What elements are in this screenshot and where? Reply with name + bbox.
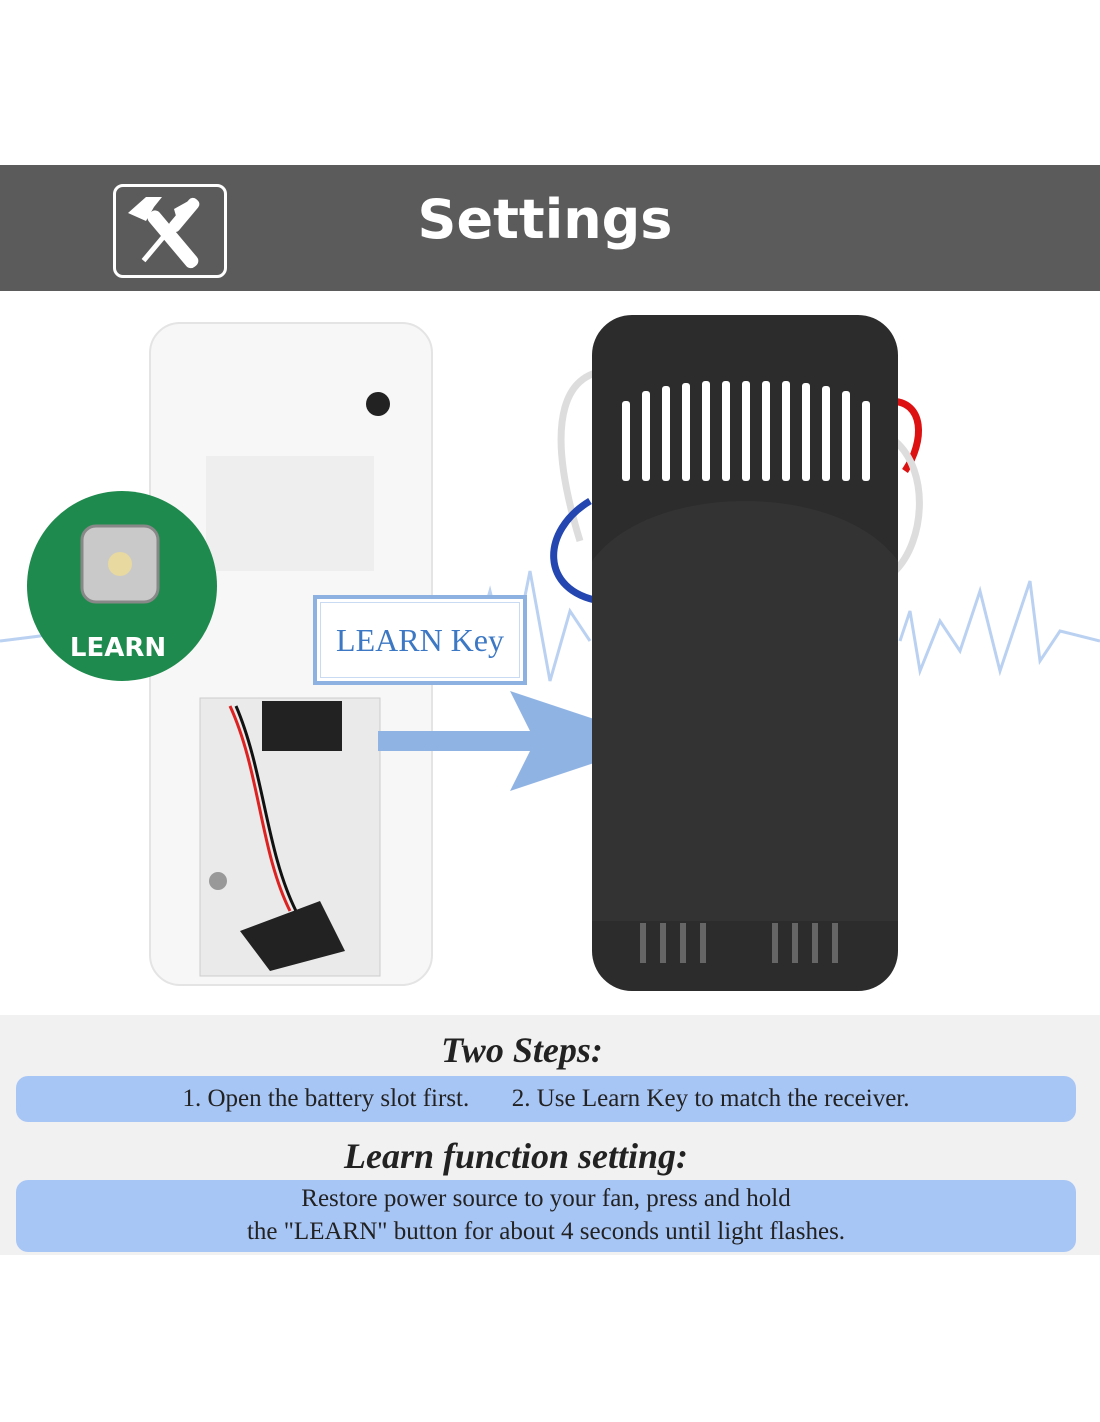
learn-button-label: LEARN bbox=[70, 633, 166, 663]
arrow bbox=[378, 691, 660, 791]
learn-line-1: Restore power source to your fan, press … bbox=[301, 1185, 791, 1212]
remote-control bbox=[149, 322, 433, 986]
two-steps-heading: Two Steps: bbox=[441, 1030, 603, 1070]
steps-pill: 1. Open the battery slot first. 2. Use L… bbox=[16, 1076, 1076, 1122]
receiver-unit bbox=[550, 315, 923, 991]
instructions-panel: Two Steps: 1. Open the battery slot firs… bbox=[0, 1015, 1100, 1255]
step-1: 1. Open the battery slot first. bbox=[182, 1085, 470, 1112]
learn-function-heading: Learn function setting: bbox=[343, 1136, 689, 1176]
hammer-screwdriver-icon bbox=[113, 184, 227, 278]
learn-key-callout: LEARN Key bbox=[313, 595, 527, 685]
page-title: Settings bbox=[417, 188, 673, 251]
learn-instructions-pill: Restore power source to your fan, press … bbox=[16, 1180, 1076, 1252]
step-2: 2. Use Learn Key to match the receiver. bbox=[511, 1085, 910, 1112]
learn-line-2: the "LEARN" button for about 4 seconds u… bbox=[246, 1218, 846, 1245]
product-illustration: LEARN bbox=[0, 291, 1100, 1015]
learn-button-closeup: LEARN bbox=[27, 491, 217, 681]
